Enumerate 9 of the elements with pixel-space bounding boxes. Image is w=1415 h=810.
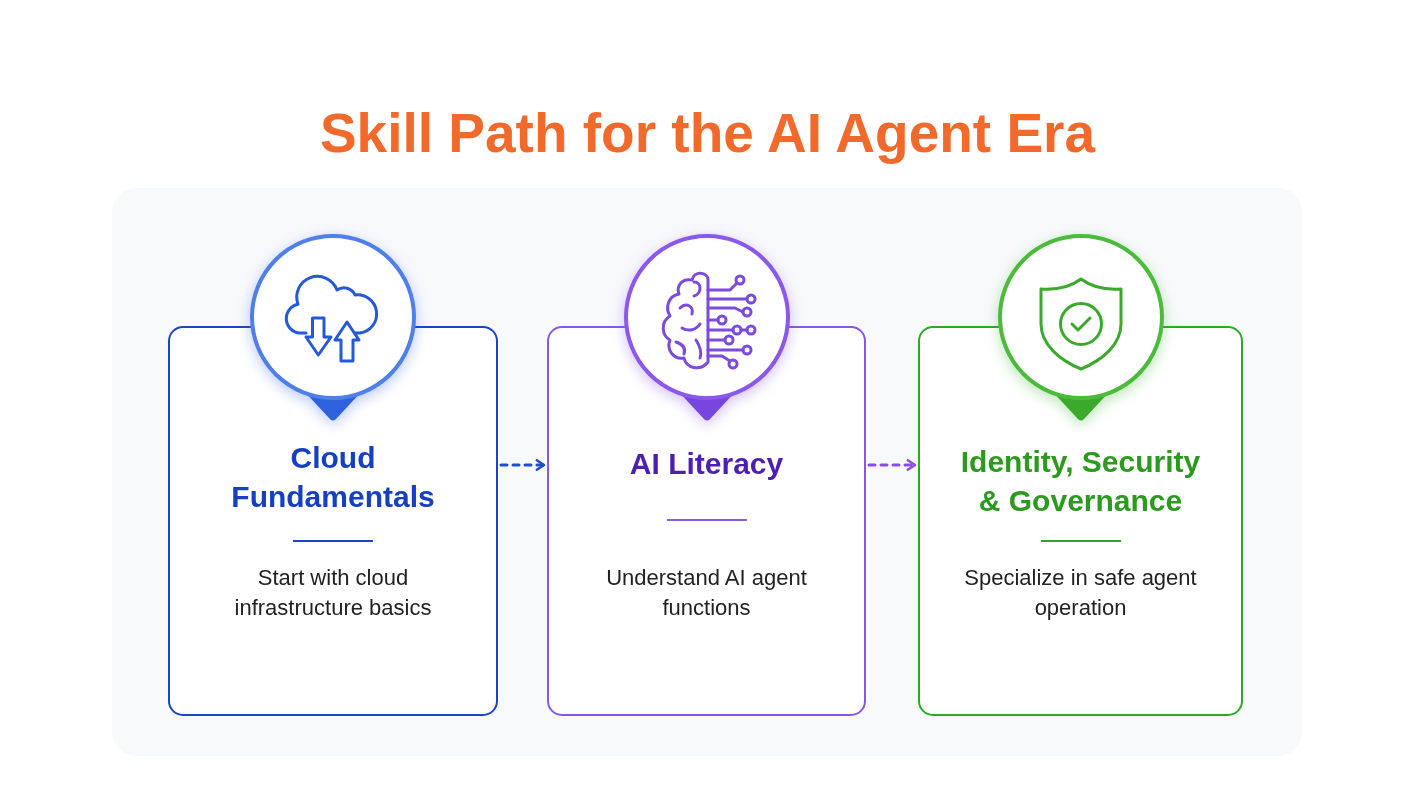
step-title: AI Literacy (629, 446, 784, 482)
dashed-arrow (499, 459, 546, 471)
step-description: Specialize in safe agent operation (963, 564, 1198, 622)
dashed-arrow (867, 459, 917, 471)
step-description: Start with cloud infrastructure basics (233, 564, 433, 622)
step-description: Understand AI agent functions (605, 564, 808, 622)
diagram-title: Skill Path for the AI Agent Era (319, 102, 1096, 166)
step-title: Cloud Fundamentals (230, 440, 436, 515)
step-title: Identity, Security & Governance (959, 444, 1202, 519)
